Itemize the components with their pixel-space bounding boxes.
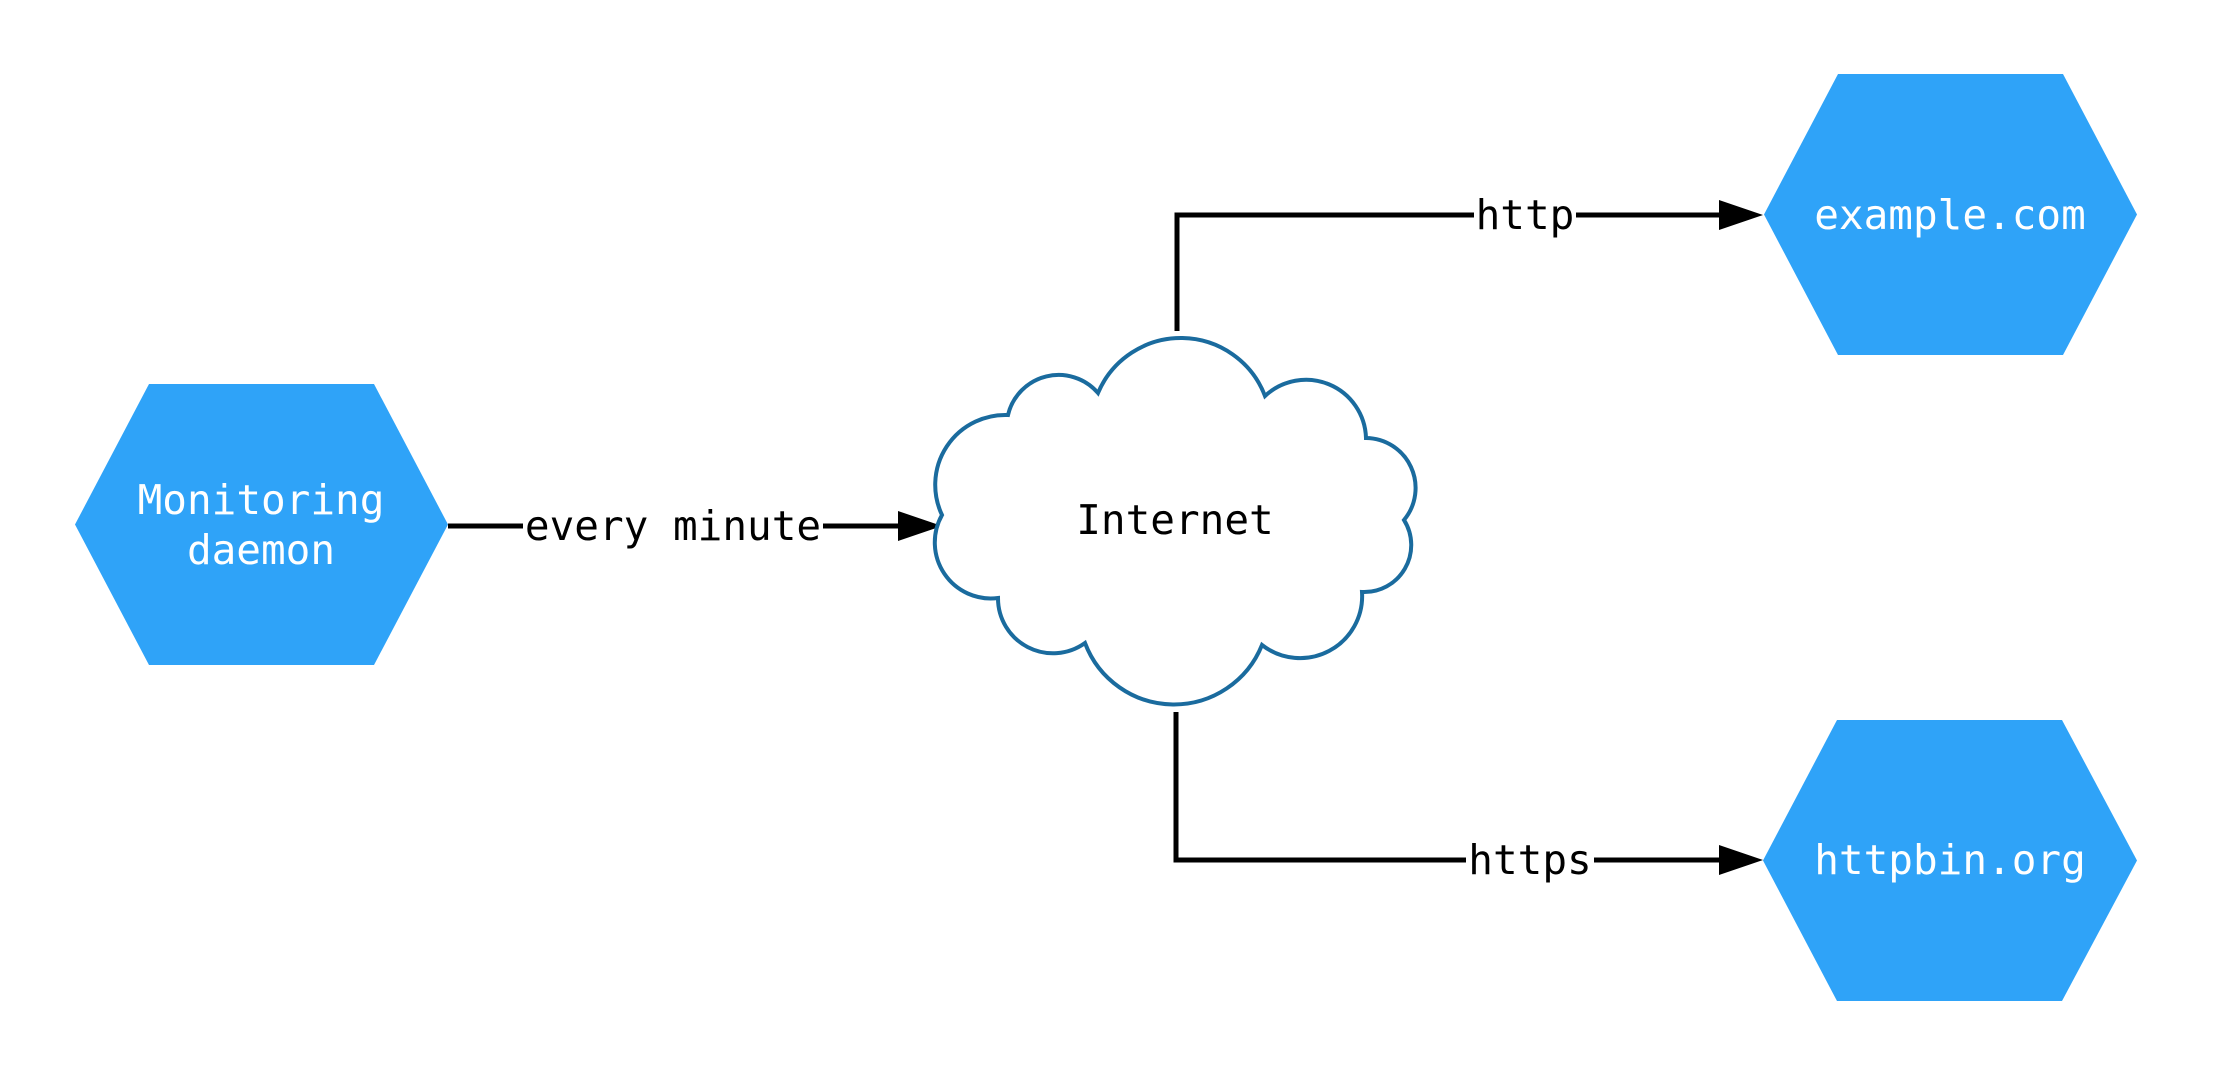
edge-http-line — [1174, 212, 1719, 331]
cloud-shape-icon — [932, 336, 1418, 707]
node-label-internet: Internet — [1076, 496, 1273, 544]
node-label-httpbin-org: httpbin.org — [1814, 836, 2086, 884]
edge-label-http: http — [1476, 191, 1575, 239]
edge-label-https: https — [1468, 836, 1591, 884]
node-label-monitoring: Monitoring — [138, 476, 385, 524]
node-monitoring-daemon: Monitoring daemon — [75, 384, 448, 665]
edge-https-line — [1173, 712, 1719, 863]
node-label-example-com: example.com — [1814, 191, 2086, 239]
arrowhead-into-httpbin-icon — [1719, 845, 1763, 875]
node-httpbin-org: httpbin.org — [1763, 720, 2137, 1001]
edge-internet-to-httpbin: https — [1173, 712, 1763, 884]
hexagon-example-com — [1764, 74, 2137, 355]
edge-internet-to-example: http — [1174, 191, 1763, 331]
arrowhead-into-internet-icon — [898, 511, 942, 541]
hexagon-httpbin-org — [1763, 720, 2137, 1001]
edge-label-every-minute: every minute — [525, 502, 821, 550]
edge-monitoring-to-internet: every minute — [448, 502, 942, 550]
node-label-daemon: daemon — [187, 526, 335, 574]
arrowhead-into-example-icon — [1719, 200, 1763, 230]
node-internet: Internet — [932, 336, 1418, 707]
hexagon-monitoring-daemon — [75, 384, 448, 665]
node-example-com: example.com — [1764, 74, 2137, 355]
